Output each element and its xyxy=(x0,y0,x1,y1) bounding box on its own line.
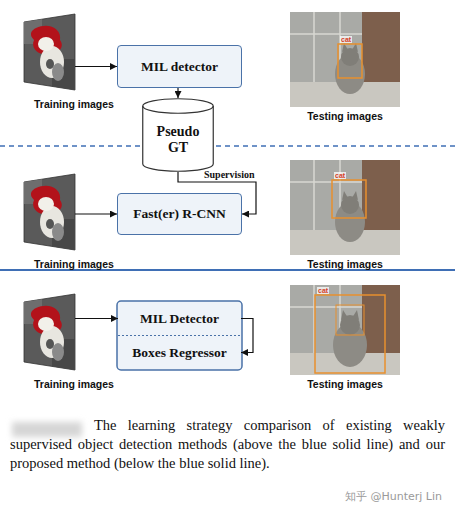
process-part: MIL Detector xyxy=(118,302,241,335)
process-box: Fast(er) R-CNN xyxy=(117,193,242,235)
flow-arrow xyxy=(241,319,253,353)
image-caption: Testing images xyxy=(285,110,405,122)
cylinder-body xyxy=(143,99,214,171)
photo-background xyxy=(290,285,400,375)
detection-box xyxy=(332,180,366,218)
detection-box xyxy=(315,295,385,373)
flow-arrow xyxy=(75,66,117,67)
class-label: cat xyxy=(340,36,352,43)
figure-caption: The learning strategy comparison of exis… xyxy=(10,416,445,473)
photo-background xyxy=(290,160,400,255)
cylinder-rim xyxy=(143,106,214,113)
class-label: cat xyxy=(317,287,329,294)
image-caption: Testing images xyxy=(285,378,405,390)
process-part: Boxes Regressor xyxy=(118,336,241,369)
testing-image xyxy=(290,12,400,107)
combined-detector-frame xyxy=(117,301,242,370)
frame-divider xyxy=(118,335,241,336)
blurred-figure-number xyxy=(12,422,82,437)
process-box: MIL detector xyxy=(117,45,242,88)
training-image-node: Training images xyxy=(22,174,75,250)
cat-ear xyxy=(352,310,359,320)
flow-arrow xyxy=(75,213,117,214)
training-image xyxy=(22,174,77,254)
node-text: Training images xyxy=(34,378,114,390)
database-cylinder: Pseudo GT xyxy=(142,98,214,172)
watermark: 知乎 @Hunterj Lin xyxy=(345,489,442,504)
class-label: cat xyxy=(334,172,346,179)
testing-image xyxy=(290,285,400,375)
detection-box xyxy=(336,305,364,335)
cat-ear xyxy=(342,191,348,200)
dashed-separator xyxy=(0,145,455,147)
node-text: Pseudo GT xyxy=(152,114,204,156)
flow-arrow xyxy=(177,88,178,98)
training-image xyxy=(22,14,77,94)
node-text: MIL detector xyxy=(141,59,218,75)
cat-ear xyxy=(341,310,348,320)
testing-image xyxy=(290,160,400,255)
training-image xyxy=(22,294,77,374)
training-image-node: Training images xyxy=(22,294,75,370)
node-text: MIL Detector xyxy=(140,311,219,327)
flow-arrow xyxy=(75,318,118,319)
photo-background xyxy=(290,12,400,107)
node-text: Boxes Regressor xyxy=(132,345,227,361)
node-text: Fast(er) R-CNN xyxy=(133,206,226,222)
edge-label: Supervision xyxy=(204,169,255,180)
detection-box xyxy=(338,44,362,78)
node-text: Training images xyxy=(34,98,114,110)
node-text: Training images xyxy=(34,258,114,270)
cat-ear xyxy=(352,191,358,200)
training-image-node: Training images xyxy=(22,14,75,90)
image-caption: Testing images xyxy=(285,258,405,270)
